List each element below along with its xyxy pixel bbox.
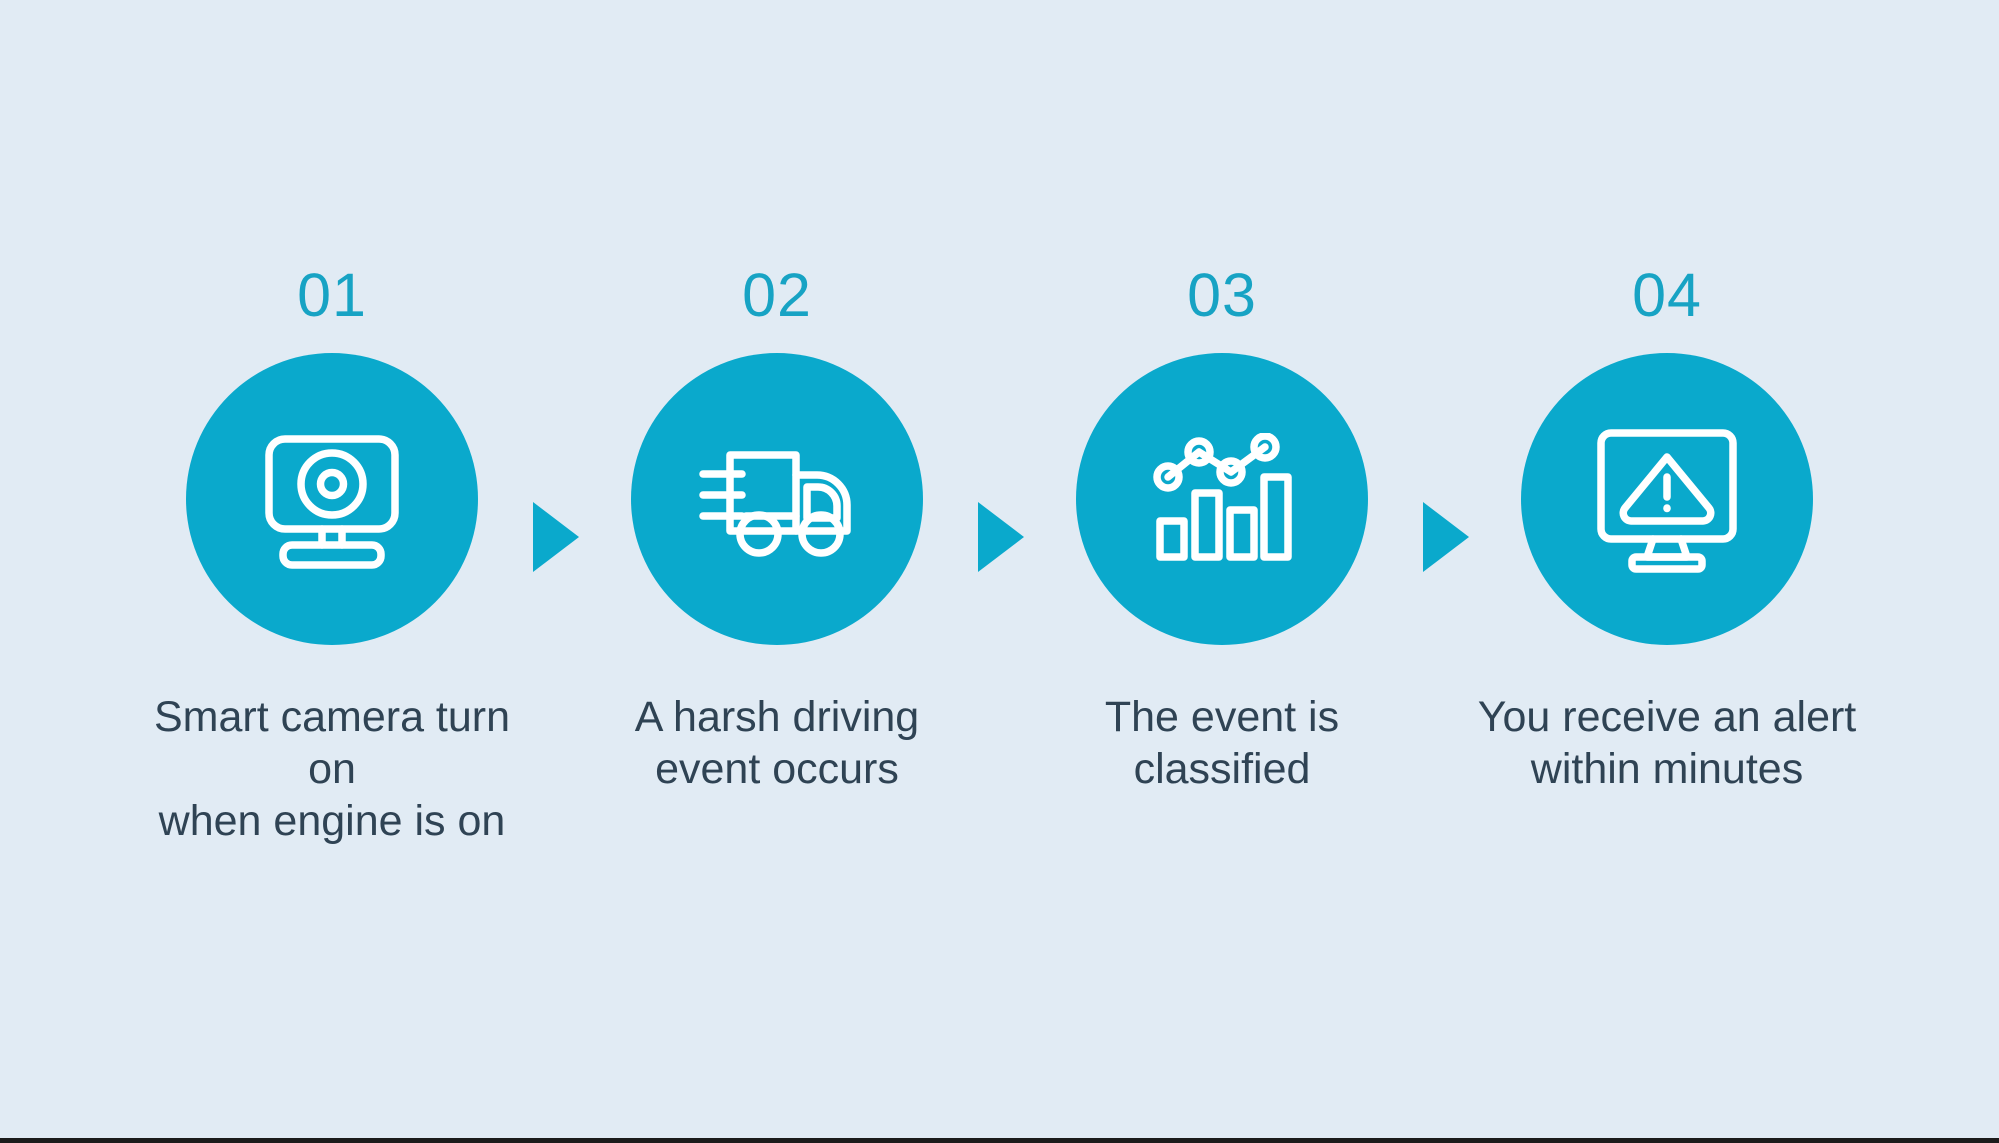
- step-number-2: 02: [742, 261, 812, 329]
- step-caption-3: The event is classified: [1104, 693, 1340, 793]
- arrow-right-triangle-icon: [1419, 500, 1471, 574]
- step-icon-circle-2: [631, 353, 923, 645]
- step-icon-circle-3: [1076, 353, 1368, 645]
- arrow-right-triangle-icon: [974, 500, 1026, 574]
- process-step-3: 03: [1032, 262, 1413, 795]
- step-number-1: 01: [297, 261, 367, 329]
- process-step-4: 04 You receive an alert wit: [1477, 262, 1858, 795]
- process-step-1: 01 Smart camera turn on when engine is o…: [142, 262, 523, 847]
- flow-arrow-1: [523, 500, 587, 574]
- smart-camera-icon: [257, 429, 407, 569]
- flow-arrow-3: [1413, 500, 1477, 574]
- step-number-3: 03: [1187, 261, 1257, 329]
- delivery-truck-icon: [697, 435, 857, 563]
- step-icon-circle-4: [1521, 353, 1813, 645]
- step-caption-2: A harsh driving event occurs: [634, 693, 920, 793]
- bottom-divider: [0, 1138, 1999, 1143]
- arrow-right-triangle-icon: [529, 500, 581, 574]
- flow-arrow-2: [968, 500, 1032, 574]
- process-flow: 01 Smart camera turn on when engine is o…: [0, 262, 1999, 847]
- step-icon-circle-1: [186, 353, 478, 645]
- step-number-4: 04: [1632, 261, 1702, 329]
- step-caption-1: Smart camera turn on when engine is on: [153, 693, 511, 845]
- step-caption-4: You receive an alert within minutes: [1477, 693, 1857, 793]
- monitor-alert-icon: [1591, 425, 1743, 573]
- process-step-2: 02: [587, 262, 968, 795]
- bar-line-chart-icon: [1152, 433, 1292, 565]
